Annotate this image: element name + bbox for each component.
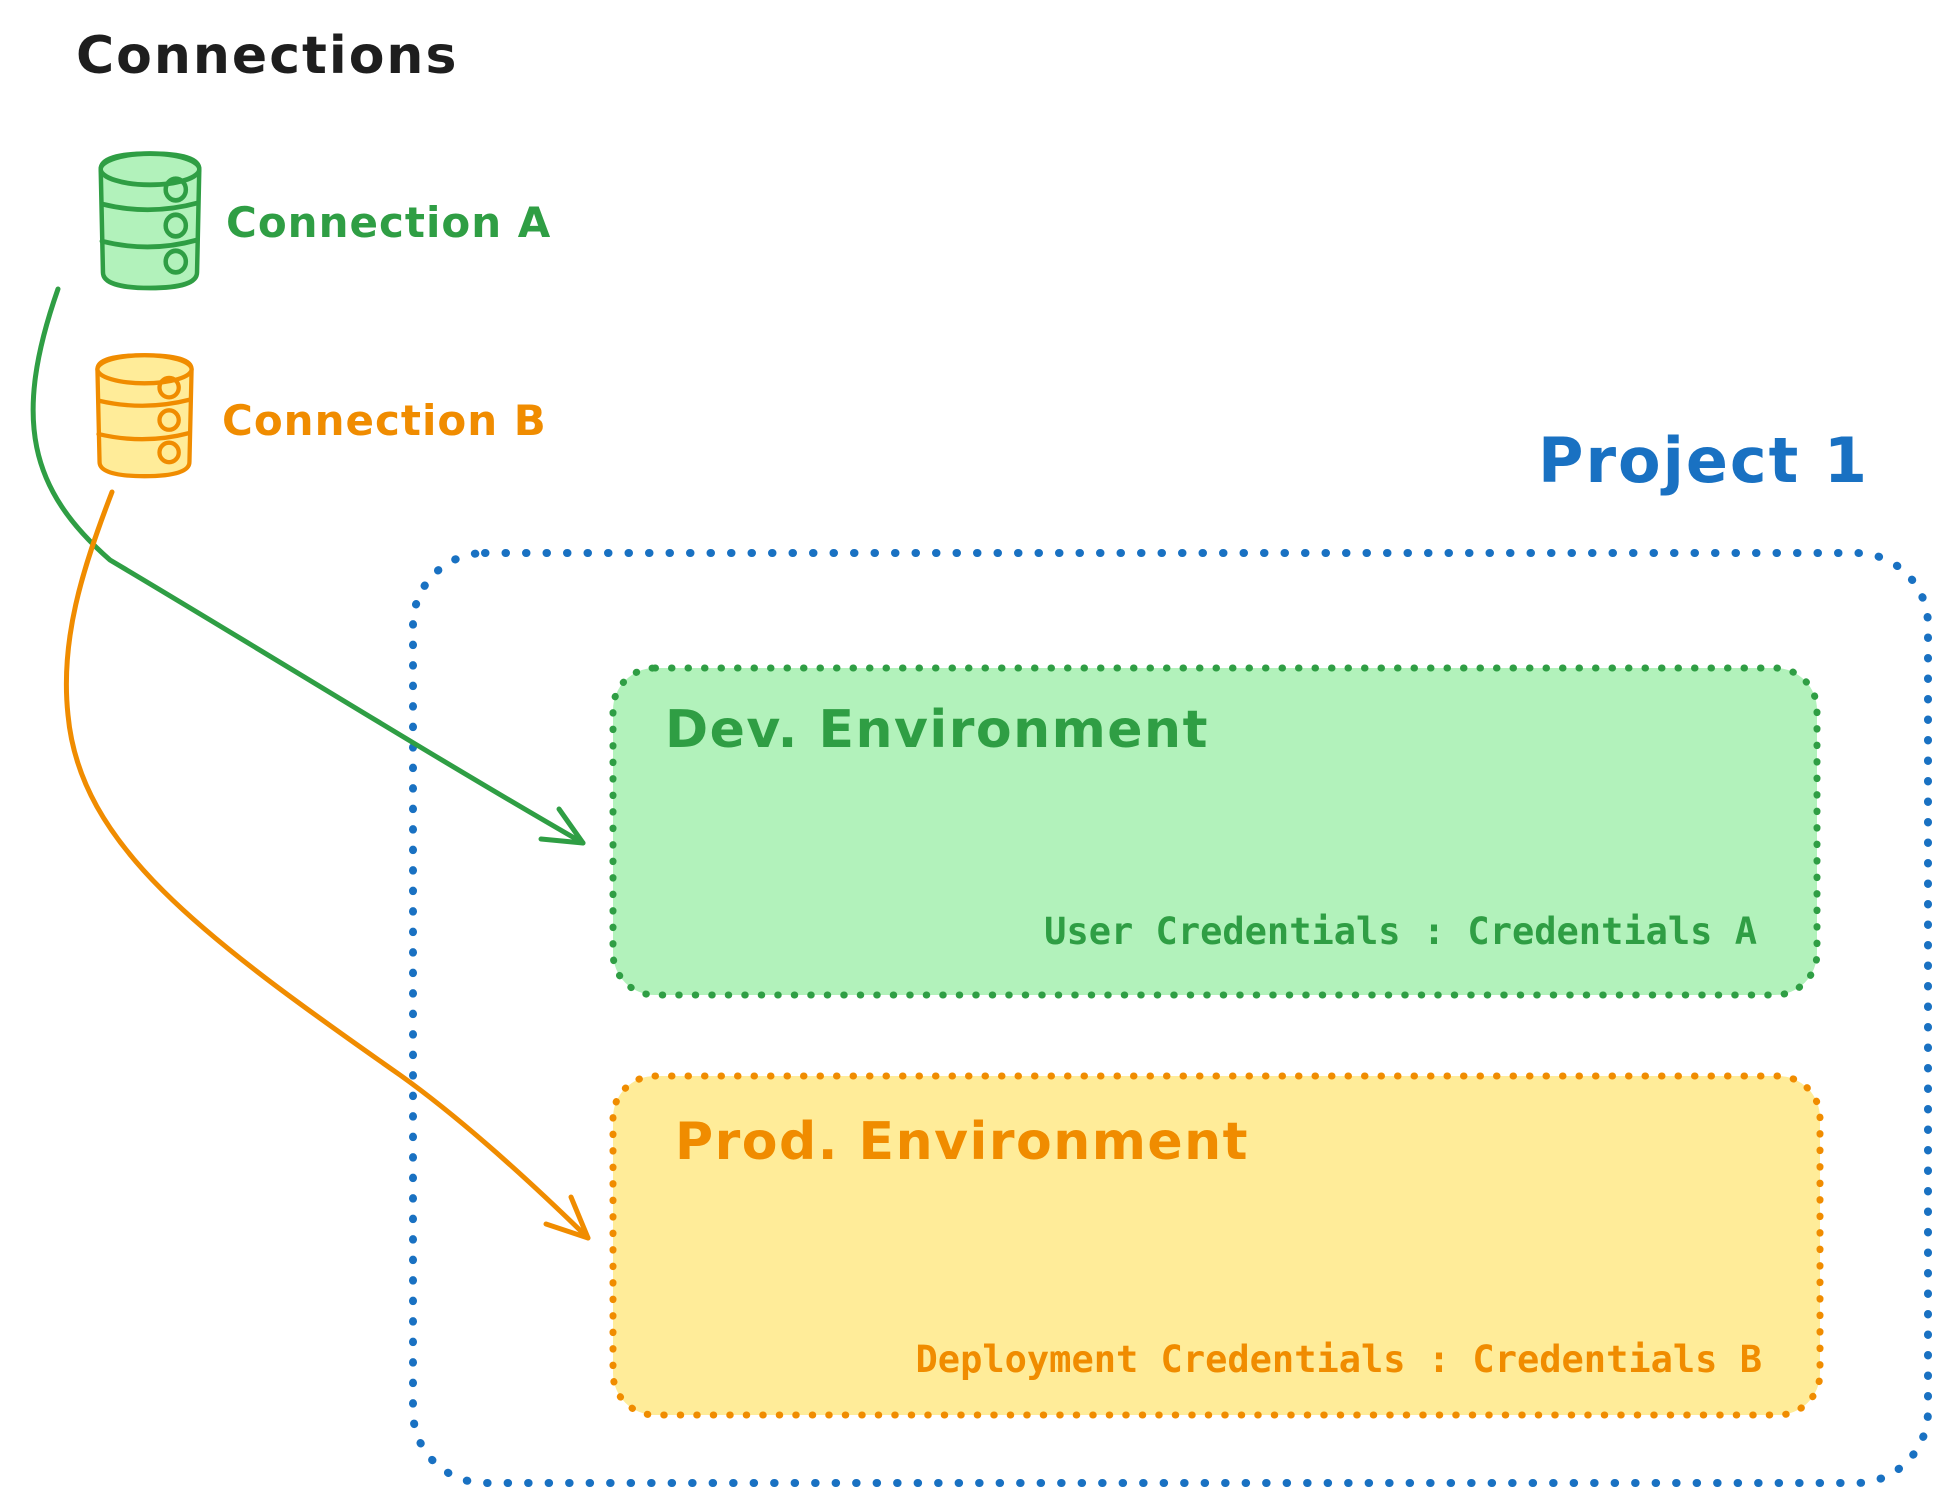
dev-credentials-text: User Credentials : Credentials A [1044, 910, 1757, 953]
diagram-title: Connections [76, 26, 459, 86]
project-label: Project 1 [1538, 424, 1870, 497]
prod-environment-title: Prod. Environment [675, 1112, 1250, 1172]
database-icon-connection-a [98, 151, 202, 291]
prod-environment-box [609, 1072, 1824, 1419]
connection-a-arrow [30, 286, 586, 846]
database-icon-connection-b [95, 353, 194, 479]
dev-environment-box [609, 664, 1821, 999]
dev-environment-title: Dev. Environment [665, 700, 1209, 760]
connection-b-arrow [63, 489, 591, 1241]
prod-credentials-text: Deployment Credentials : Credentials B [915, 1338, 1762, 1381]
connection-b-label: Connection B [222, 396, 547, 445]
connection-a-label: Connection A [226, 198, 552, 247]
